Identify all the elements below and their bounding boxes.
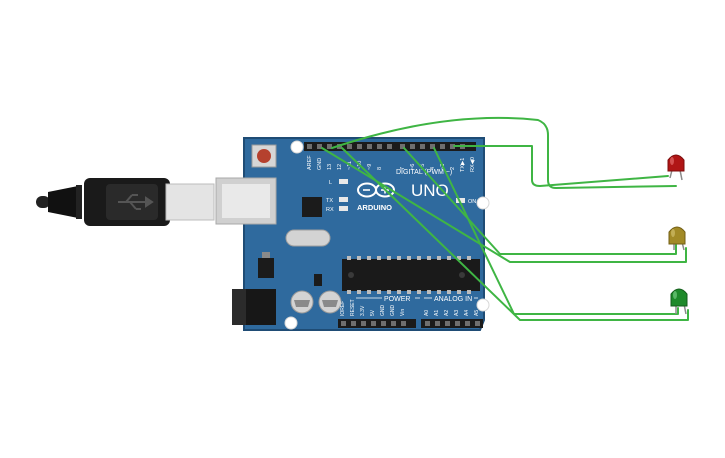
power-header (338, 319, 416, 328)
pin-label-2: 2 (450, 167, 456, 170)
pin-label-a3: A3 (454, 310, 460, 316)
brand-label: ARDUINO (357, 203, 392, 212)
capacitor (290, 290, 314, 314)
analog-in-label: ANALOG IN (434, 296, 472, 303)
green-led[interactable] (670, 288, 688, 315)
pin-label-a0: A0 (424, 310, 430, 316)
pin-label-9: ~9 (367, 164, 373, 170)
pin-label-aref: AREF (307, 155, 313, 170)
pin-label-7: 7 (400, 167, 406, 170)
pin-label-rx0: RX◀0 (470, 157, 476, 172)
pin-label-6: ~6 (410, 164, 416, 170)
mounting-hole (476, 196, 490, 210)
digital-header-label: DIGITAL (PWM ~) (396, 169, 452, 176)
tx-led-label: TX (326, 198, 333, 204)
pin-label-reset: RESET (350, 299, 356, 316)
pin-label-a2: A2 (444, 310, 450, 316)
l-led-label: L (329, 180, 332, 186)
pin-label-3v3: 3.3V (360, 305, 366, 316)
wire-pin7-to-yellow-led[interactable] (403, 147, 677, 255)
pin-label-a5: A5 (474, 310, 480, 316)
mounting-hole (290, 140, 304, 154)
l-led (339, 179, 348, 184)
pin-label-a4: A4 (464, 310, 470, 316)
pin-label-4: 4 (430, 167, 436, 170)
atmega-chip (342, 256, 480, 294)
wires[interactable] (321, 116, 689, 321)
analog-header (421, 319, 483, 328)
arduino-uno-board[interactable]: AREF GND 13 12 ~11 ~10 ~9 8 7 ~6 ~5 4 ~3… (215, 137, 490, 331)
digital-header-sockets (307, 144, 465, 149)
wire-gnd-to-yellow-led[interactable] (321, 147, 687, 263)
yellow-led[interactable] (668, 226, 686, 251)
pin-label-a1: A1 (434, 310, 440, 316)
reset-button[interactable] (251, 144, 277, 168)
tx-led (339, 197, 348, 202)
pin-label-8: 8 (377, 167, 383, 170)
small-transistor (314, 274, 322, 286)
pin-label-5: ~5 (420, 164, 426, 170)
wire-pin2-to-red-led[interactable] (453, 145, 669, 187)
pin-label-13: 13 (327, 164, 333, 170)
wire-pin4-to-green-led[interactable] (433, 147, 679, 315)
capacitor (318, 290, 342, 314)
mounting-hole (284, 316, 298, 330)
voltage-regulator (258, 258, 274, 278)
pin-label-vin: Vin (400, 309, 406, 316)
mounting-hole (476, 298, 490, 312)
rx-led (339, 206, 348, 211)
on-led (456, 198, 465, 203)
pin-label-ioref: IOREF (340, 301, 346, 316)
wire-pin12-to-green-led[interactable] (341, 147, 689, 321)
crystal-oscillator (285, 229, 331, 247)
on-led-label: ON (468, 199, 476, 205)
pin-label-5v: 5V (370, 309, 376, 316)
pin-label-gnd: GND (317, 158, 323, 170)
usb-symbol-icon (118, 194, 154, 210)
pin-label-tx1: TX▶1 (460, 158, 466, 172)
pin-label-gnd: GND (390, 305, 396, 317)
pin-label-12: 12 (337, 164, 343, 170)
power-label: POWER (384, 296, 410, 303)
pin-label-gnd: GND (380, 305, 386, 317)
usb-cable[interactable] (36, 178, 215, 226)
rx-led-label: RX (326, 207, 334, 213)
red-led[interactable] (667, 154, 685, 181)
usb-chip (302, 197, 322, 217)
